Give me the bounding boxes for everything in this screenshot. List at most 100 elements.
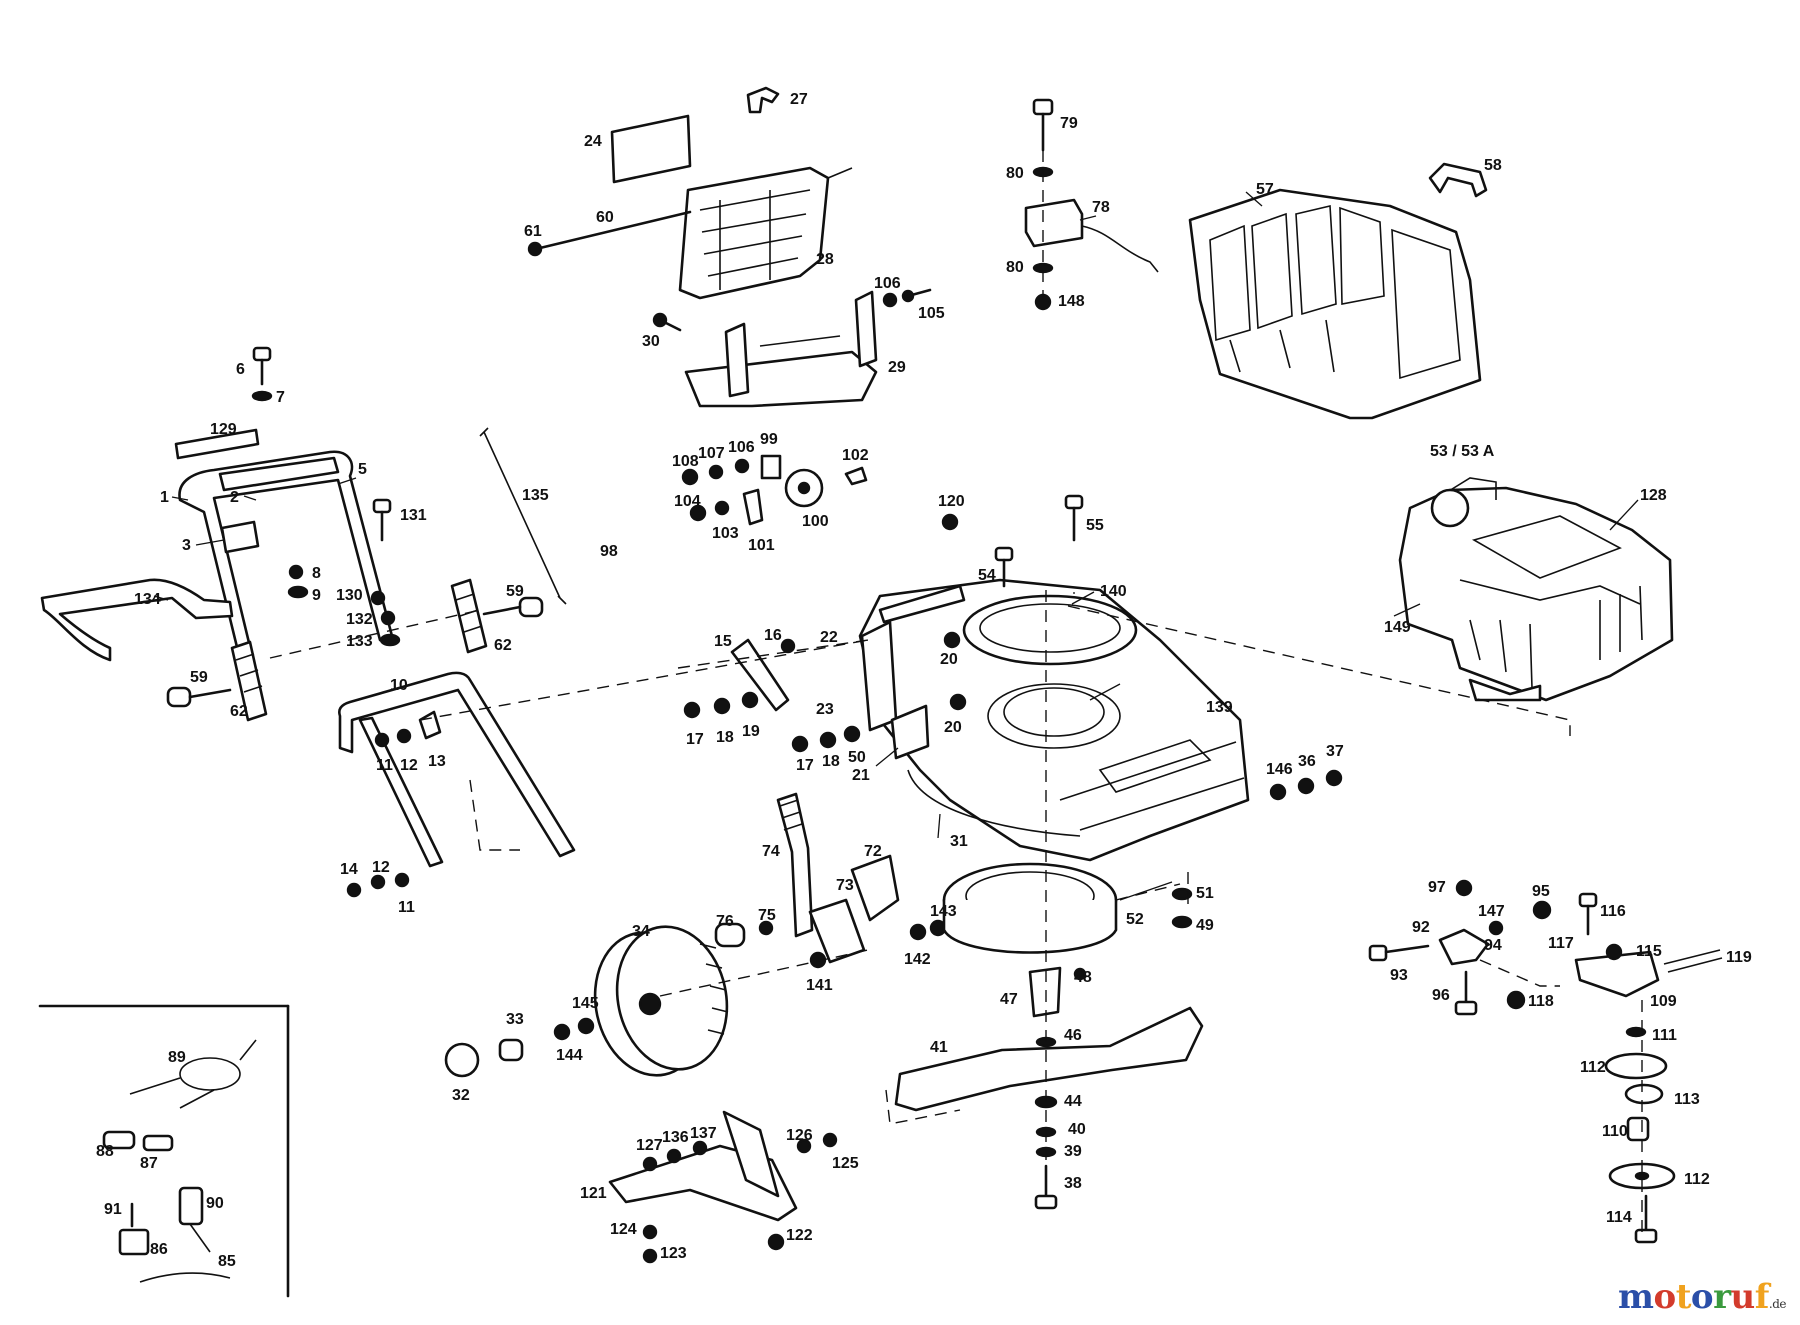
label-13: 13 [428, 753, 446, 770]
label-9: 9 [312, 587, 321, 604]
label-133: 133 [346, 633, 373, 650]
label-58: 58 [1484, 157, 1502, 174]
label-16: 16 [764, 627, 782, 644]
part-96-bolt [1454, 970, 1478, 1016]
part-27-clip [746, 86, 780, 114]
part-57-grass-catcher [1188, 188, 1482, 420]
part-28-bag-frame-cover [678, 166, 853, 300]
label-50: 50 [848, 749, 866, 766]
part-72-73-plates [808, 854, 900, 964]
label-73: 73 [836, 877, 854, 894]
part-130-133-spacers [370, 590, 401, 647]
label-99: 99 [760, 431, 778, 448]
part-52-blade-housing [942, 862, 1118, 954]
label-54: 54 [978, 567, 996, 584]
label-89: 89 [168, 1049, 186, 1066]
part-31-cable-loop [907, 769, 1081, 837]
label-136: 136 [662, 1129, 689, 1146]
label-32: 32 [452, 1087, 470, 1104]
part-141-143-washers [809, 919, 947, 969]
part-89-wire-harness [129, 1039, 257, 1109]
label-24: 24 [584, 133, 602, 150]
label-27: 27 [790, 91, 808, 108]
label-17: 17 [686, 731, 704, 748]
label-28: 28 [816, 251, 834, 268]
label-22: 22 [820, 629, 838, 646]
label-55: 55 [1086, 517, 1104, 534]
part-80-washers [1032, 166, 1054, 274]
label-108: 108 [672, 453, 699, 470]
label-19: 19 [742, 723, 760, 740]
label-51: 51 [1196, 885, 1214, 902]
label-72: 72 [864, 843, 882, 860]
label-106: 106 [874, 275, 901, 292]
part-7-washer [251, 390, 273, 402]
label-12: 12 [400, 757, 418, 774]
label-49: 49 [1196, 917, 1214, 934]
label-97: 97 [1428, 879, 1446, 896]
label-30: 30 [642, 333, 660, 350]
watermark-letter: r [1713, 1277, 1731, 1317]
label-18b: 18 [822, 753, 840, 770]
label-140: 140 [1100, 583, 1127, 600]
part-10-lower-handle [338, 671, 576, 868]
part-58-carry-handle [1428, 162, 1488, 198]
label-47: 47 [1000, 991, 1018, 1008]
label-48: 48 [1074, 969, 1092, 986]
watermark-letter: o [1690, 1277, 1714, 1317]
part-38-blade-bolt [1034, 1164, 1058, 1210]
label-107: 107 [698, 445, 725, 462]
label-96: 96 [1432, 987, 1450, 1004]
latch-parts-99-108 [681, 454, 868, 526]
part-51-49-washers [1171, 887, 1193, 929]
part-3-control-box [220, 520, 260, 554]
part-79-bolt [1032, 98, 1054, 152]
label-149: 149 [1384, 619, 1411, 636]
part-53-engine [1398, 477, 1674, 702]
label-111: 111 [1652, 1027, 1677, 1044]
label-112b: 112 [1684, 1171, 1710, 1188]
part-21-rear-flap [890, 704, 930, 760]
part-144-145-washers [553, 1017, 595, 1041]
label-11b: 11 [398, 899, 415, 916]
part-93-bolt [1368, 944, 1430, 962]
part-20-fasteners [943, 631, 967, 711]
label-59: 59 [190, 669, 208, 686]
label-100: 100 [802, 513, 829, 530]
part-120-nut [941, 513, 959, 531]
label-37: 37 [1326, 743, 1344, 760]
label-60: 60 [596, 209, 614, 226]
part-41-blade [894, 1006, 1204, 1112]
label-12b: 12 [372, 859, 390, 876]
part-139-mower-deck [858, 578, 1250, 862]
label-141: 141 [806, 977, 833, 994]
label-109: 109 [1650, 993, 1677, 1010]
label-87: 87 [140, 1155, 158, 1172]
part-60-rod [538, 210, 692, 250]
part-61-nut [527, 241, 543, 257]
watermark-letters: motoruf [1618, 1277, 1769, 1317]
label-85: 85 [218, 1253, 236, 1270]
label-135: 135 [522, 487, 549, 504]
label-62b: 62 [494, 637, 512, 654]
label-113: 113 [1674, 1091, 1700, 1108]
part-11-13-hardware [346, 710, 442, 898]
part-75-76-axle [714, 920, 774, 948]
label-144: 144 [556, 1047, 583, 1064]
assembly-dashed-lines [269, 150, 1643, 1240]
label-95: 95 [1532, 883, 1550, 900]
label-139: 139 [1206, 699, 1233, 716]
label-98: 98 [600, 543, 618, 560]
watermark-tld: .de [1768, 1297, 1787, 1311]
part-number-labels: 1 2 3 5 6 7 8 9 10 11 12 13 14 12 11 15 … [96, 91, 1752, 1270]
part-17-19-washers [683, 691, 861, 753]
label-91: 91 [104, 1201, 122, 1218]
part-15-16-bracket [730, 638, 796, 712]
label-10: 10 [390, 677, 408, 694]
label-86: 86 [150, 1241, 168, 1258]
label-46: 46 [1064, 1027, 1082, 1044]
label-61: 61 [524, 223, 542, 240]
label-123: 123 [660, 1245, 687, 1262]
label-3: 3 [182, 537, 191, 554]
